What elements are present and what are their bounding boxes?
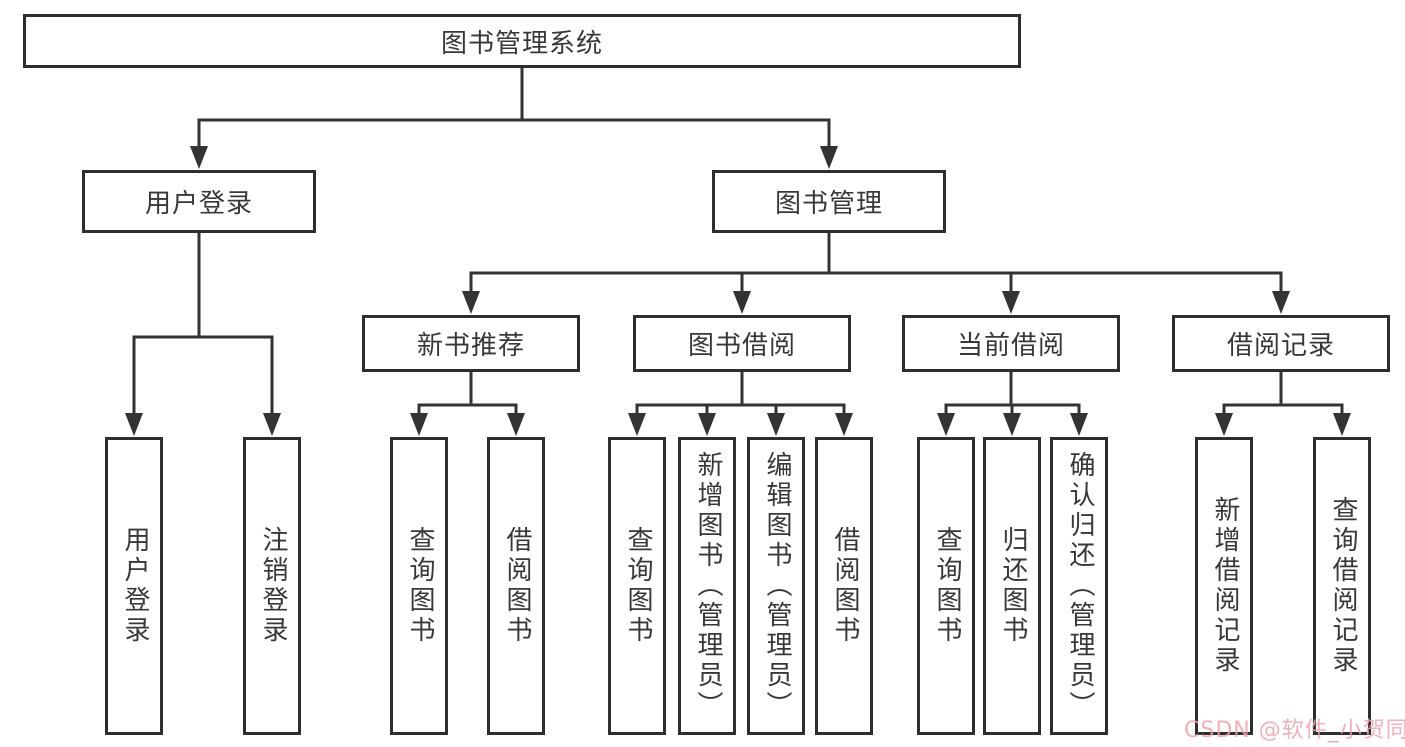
node-label: 借阅记录 <box>1226 331 1335 361</box>
node-label: 图书管理系统 <box>440 28 603 59</box>
node-label: 查询借阅记录 <box>1327 496 1358 676</box>
node-label: 新增借阅记录 <box>1209 496 1240 676</box>
node-leaf-logout-login: 注销登录 <box>243 437 301 735</box>
node-label: 图书借阅 <box>687 331 796 361</box>
node-label: 确认归还（管理员） <box>1064 451 1095 721</box>
node-leaf-user-login: 用户登录 <box>105 437 163 735</box>
node-label: 用户登录 <box>144 189 253 219</box>
node-label: 编辑图书（管理员） <box>761 451 792 721</box>
node-leaf-borrow-books: 借阅图书 <box>815 437 873 735</box>
node-label: 借阅图书 <box>829 526 860 646</box>
node-user-login-group: 用户登录 <box>82 170 316 233</box>
node-label: 借阅图书 <box>501 526 532 646</box>
node-label: 查询图书 <box>404 526 435 646</box>
node-book-management: 图书管理 <box>712 170 946 233</box>
node-leaf-return-books: 归还图书 <box>983 437 1041 735</box>
node-label: 查询图书 <box>931 526 962 646</box>
node-label: 新书推荐 <box>416 331 525 361</box>
node-leaf-borrow-books-recommend: 借阅图书 <box>487 437 545 735</box>
node-label: 注销登录 <box>257 526 288 646</box>
node-label: 图书管理 <box>774 189 883 219</box>
node-label: 归还图书 <box>997 526 1028 646</box>
node-library-system: 图书管理系统 <box>23 14 1021 68</box>
node-book-borrow: 图书借阅 <box>633 315 851 372</box>
node-leaf-query-borrow-record: 查询借阅记录 <box>1313 437 1371 735</box>
node-leaf-add-book-admin: 新增图书（管理员） <box>678 437 736 735</box>
node-current-borrow: 当前借阅 <box>902 315 1120 372</box>
node-leaf-query-books-recommend: 查询图书 <box>390 437 448 735</box>
node-label: 查询图书 <box>622 526 653 646</box>
node-leaf-confirm-return-admin: 确认归还（管理员） <box>1050 437 1108 735</box>
node-borrow-records: 借阅记录 <box>1172 315 1390 372</box>
node-leaf-add-borrow-record: 新增借阅记录 <box>1195 437 1253 735</box>
node-label: 新增图书（管理员） <box>692 451 723 721</box>
node-label: 用户登录 <box>119 526 150 646</box>
node-new-book-recommend: 新书推荐 <box>362 315 580 372</box>
watermark: CSDN @软件_小贺同学 <box>1184 718 1405 743</box>
node-leaf-query-books-borrow: 查询图书 <box>608 437 666 735</box>
node-leaf-query-books-current: 查询图书 <box>917 437 975 735</box>
node-leaf-edit-book-admin: 编辑图书（管理员） <box>747 437 805 735</box>
node-label: 当前借阅 <box>956 331 1065 361</box>
